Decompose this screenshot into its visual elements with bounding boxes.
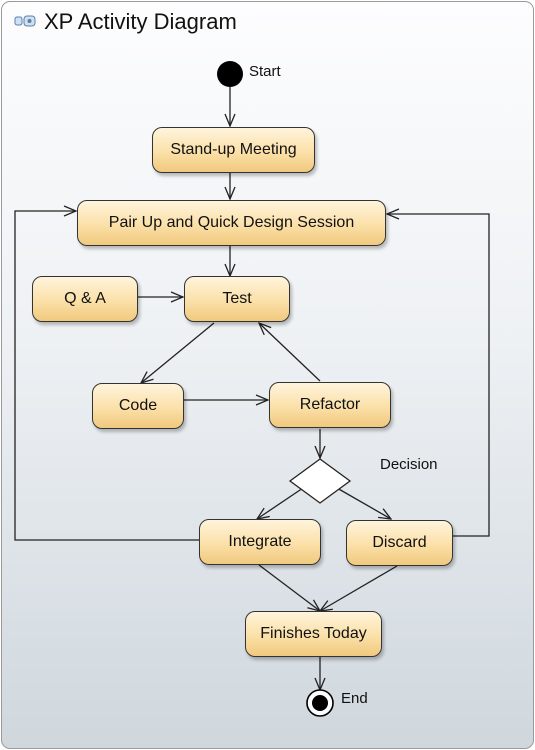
flow-discard-loop-to-pairup bbox=[387, 214, 490, 537]
action-stand-up-meeting[interactable]: Stand-up Meeting bbox=[152, 127, 315, 173]
decision-label: Decision bbox=[380, 456, 438, 473]
action-pair-up-design-session[interactable]: Pair Up and Quick Design Session bbox=[77, 200, 386, 246]
flow-integrate-to-finishes bbox=[258, 564, 320, 611]
flow-refactor-to-test bbox=[259, 323, 321, 382]
end-node-inner bbox=[312, 695, 328, 711]
flow-decision-to-integrate bbox=[257, 487, 304, 519]
action-discard[interactable]: Discard bbox=[346, 520, 453, 566]
action-code[interactable]: Code bbox=[92, 383, 184, 429]
action-test[interactable]: Test bbox=[184, 276, 290, 322]
action-finishes-today[interactable]: Finishes Today bbox=[245, 611, 382, 657]
flow-decision-to-discard bbox=[336, 487, 391, 519]
action-integrate[interactable]: Integrate bbox=[199, 519, 321, 565]
flow-discard-to-finishes bbox=[320, 565, 398, 611]
start-node bbox=[217, 61, 243, 87]
start-label: Start bbox=[249, 63, 281, 80]
diagram-title: XP Activity Diagram bbox=[44, 9, 237, 34]
flow-test-to-code bbox=[141, 322, 215, 383]
activity-diagram-icon bbox=[14, 15, 36, 27]
action-q-and-a[interactable]: Q & A bbox=[32, 276, 138, 322]
action-refactor[interactable]: Refactor bbox=[269, 382, 391, 428]
flow-integrate-loop-to-pairup bbox=[14, 211, 199, 541]
decision-node bbox=[288, 458, 352, 504]
end-label: End bbox=[341, 690, 368, 707]
